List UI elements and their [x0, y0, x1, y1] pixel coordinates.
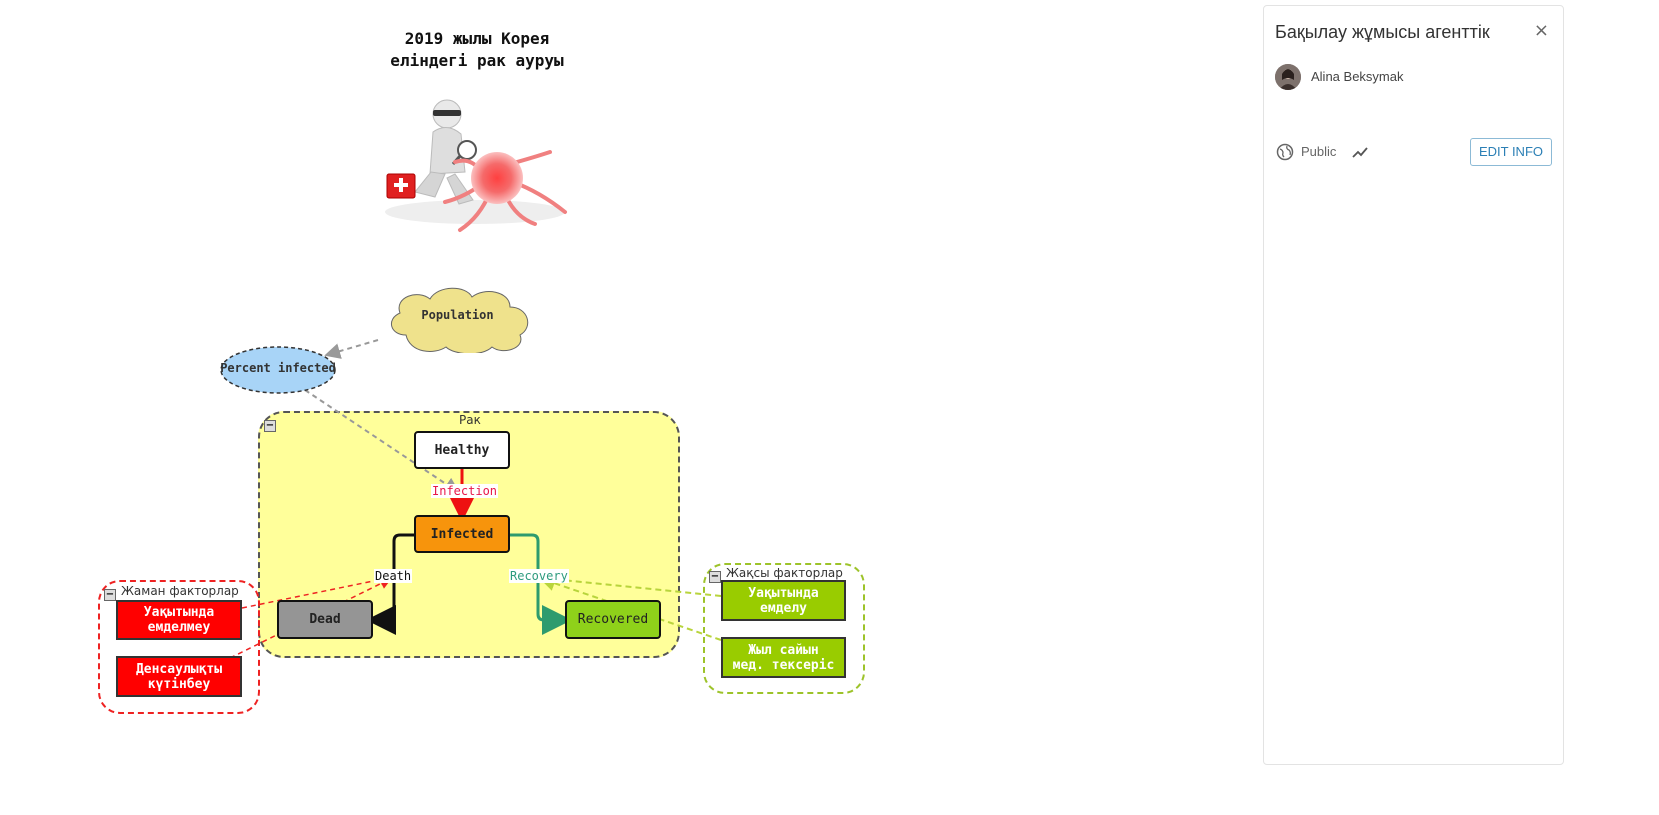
globe-icon [1276, 143, 1294, 161]
stock-dead-label: Dead [309, 612, 341, 627]
doctor-cancer-illustration [385, 99, 567, 232]
flow-recovery-label[interactable]: Recovery [509, 569, 569, 583]
population-cloud[interactable] [384, 285, 534, 353]
bad-factor-1-line2: емделмеу [147, 620, 211, 635]
info-panel: Бақылау жұмысы агенттік × Alina Beksymak… [1263, 5, 1564, 765]
stock-dead[interactable]: Dead [277, 600, 373, 639]
trending-icon[interactable] [1351, 143, 1370, 161]
folder-rak-label: Рак [459, 413, 481, 427]
good-factor-1-line2: емделу [760, 600, 807, 616]
folder-bad-label: Жаман факторлар [121, 584, 239, 598]
bad-factor-2-line2: күтінбеу [147, 676, 211, 692]
good-factor-1-line1: Уақытында [748, 585, 819, 601]
good-factor-2-line1: Жыл сайын [748, 642, 819, 658]
bad-factor-2-line1: Денсаулықты [135, 661, 223, 677]
stock-healthy-label: Healthy [434, 442, 490, 458]
stock-infected-label: Infected [430, 526, 494, 542]
author-name[interactable]: Alina Beksymak [1311, 69, 1404, 84]
percent-infected-label: Percent infected [220, 361, 336, 375]
avatar[interactable] [1275, 64, 1301, 90]
stock-healthy[interactable]: Healthy [414, 431, 510, 469]
edit-info-button[interactable]: EDIT INFO [1469, 138, 1552, 166]
panel-title: Бақылау жұмысы агенттік [1275, 22, 1490, 42]
folder-good-collapse-icon[interactable]: − [709, 571, 721, 583]
flow-death-label[interactable]: Death [374, 569, 413, 583]
diagram-title: 2019 жылы Корея еліндегі рак ауруы [352, 28, 602, 72]
close-icon[interactable]: × [1533, 20, 1549, 41]
visibility-label: Public [1301, 144, 1337, 159]
population-label: Population [421, 308, 494, 322]
flow-infection-label[interactable]: Infection [431, 484, 499, 498]
diagram-canvas[interactable]: 2019 жылы Корея еліндегі рак ауруы [0, 0, 1250, 815]
title-line-2: еліндегі рак ауруы [390, 51, 564, 70]
title-line-1: 2019 жылы Корея [404, 29, 550, 48]
folder-bad-collapse-icon[interactable]: − [104, 589, 116, 601]
stock-recovered[interactable]: Recovered [565, 600, 661, 639]
stock-recovered-label: Recovered [577, 612, 649, 627]
stock-infected[interactable]: Infected [414, 515, 510, 553]
folder-rak-collapse-icon[interactable]: − [264, 420, 276, 432]
good-factor-2-line2: мед. тексеріс [732, 657, 835, 673]
percent-infected-ellipse[interactable] [219, 345, 337, 395]
bad-factor-1-line1: Уақытында [143, 605, 215, 620]
folder-good-label: Жақсы факторлар [726, 566, 843, 580]
